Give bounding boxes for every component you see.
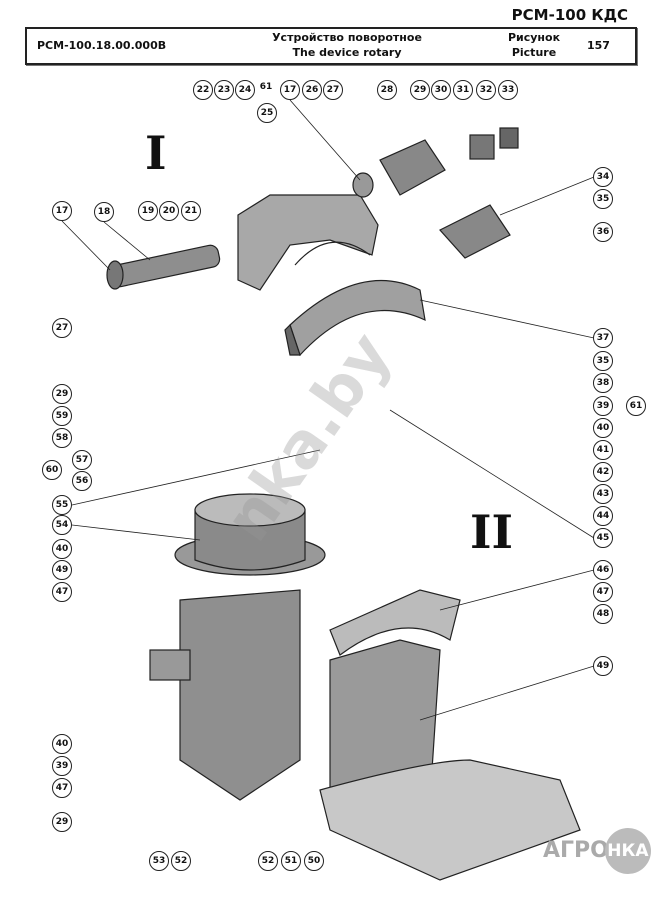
callout: 24 <box>235 80 255 100</box>
title-en: The device rotary <box>292 46 402 59</box>
callout: 21 <box>181 201 201 221</box>
callout: 35 <box>593 189 613 209</box>
title-ru: Устройство поворотное <box>272 31 422 44</box>
callout: 35 <box>593 351 613 371</box>
callout: 47 <box>52 582 72 602</box>
callout: 42 <box>593 462 613 482</box>
callout: 22 <box>193 80 213 100</box>
callout: 38 <box>593 373 613 393</box>
callout: 17 <box>52 201 72 221</box>
callout: 47 <box>593 582 613 602</box>
logo-circle: НКА <box>604 828 651 874</box>
callout: 60 <box>42 460 62 480</box>
callout: 53 <box>149 851 169 871</box>
logo-left: АГРО <box>543 838 609 863</box>
callout: 43 <box>593 484 613 504</box>
callout: 57 <box>72 450 92 470</box>
callout: 40 <box>52 539 72 559</box>
callout: 40 <box>52 734 72 754</box>
picture-ru: Рисунок <box>507 31 561 44</box>
assembly-label-II: II <box>470 505 514 559</box>
assembly-code: РСМ-100.18.00.000В <box>37 39 167 52</box>
title-block: РСМ-100.18.00.000В Устройство поворотное… <box>25 27 637 65</box>
callout: 33 <box>498 80 518 100</box>
callout: 31 <box>453 80 473 100</box>
callout: 49 <box>52 560 72 580</box>
slewing-ring <box>284 279 426 357</box>
callout: 39 <box>52 756 72 776</box>
callout: 27 <box>323 80 343 100</box>
callout: 44 <box>593 506 613 526</box>
callout: 17 <box>280 80 300 100</box>
callout: 25 <box>257 103 277 123</box>
callout: 29 <box>410 80 430 100</box>
agronka-logo: АГРОНКА <box>543 828 651 874</box>
callout: 58 <box>52 428 72 448</box>
callout: 55 <box>52 495 72 515</box>
callout: 52 <box>258 851 278 871</box>
callout: 61 <box>626 396 646 416</box>
callout: 59 <box>52 406 72 426</box>
leader-lines <box>61 99 595 721</box>
callout: 51 <box>281 851 301 871</box>
callout: 40 <box>593 418 613 438</box>
callout: 49 <box>593 656 613 676</box>
callout: 56 <box>72 471 92 491</box>
column-I <box>149 493 326 801</box>
column-II <box>319 589 581 881</box>
callout: 19 <box>138 201 158 221</box>
callout: 23 <box>214 80 234 100</box>
model-name: РСМ-100 КДС <box>511 6 628 24</box>
picture-number: 157 <box>587 39 610 52</box>
callout: 61 <box>257 78 275 96</box>
callout: 18 <box>94 202 114 222</box>
callout: 34 <box>593 167 613 187</box>
callout: 27 <box>52 318 72 338</box>
callout: 52 <box>171 851 191 871</box>
callout: 29 <box>52 812 72 832</box>
callout: 41 <box>593 440 613 460</box>
callout: 30 <box>431 80 451 100</box>
shaft <box>106 244 221 290</box>
callout: 29 <box>52 384 72 404</box>
callout: 54 <box>52 515 72 535</box>
callout: 32 <box>476 80 496 100</box>
callout: 46 <box>593 560 613 580</box>
picture-en: Picture <box>511 46 557 59</box>
callout: 26 <box>302 80 322 100</box>
hydraulic-motor <box>352 127 519 259</box>
callout: 47 <box>52 778 72 798</box>
callout: 39 <box>593 396 613 416</box>
callout: 28 <box>377 80 397 100</box>
callout: 50 <box>304 851 324 871</box>
callout: 45 <box>593 528 613 548</box>
callout: 48 <box>593 604 613 624</box>
callout: 20 <box>159 201 179 221</box>
callout: 36 <box>593 222 613 242</box>
upper-housing <box>237 194 379 291</box>
assembly-label-I: I <box>145 126 167 180</box>
callout: 37 <box>593 328 613 348</box>
